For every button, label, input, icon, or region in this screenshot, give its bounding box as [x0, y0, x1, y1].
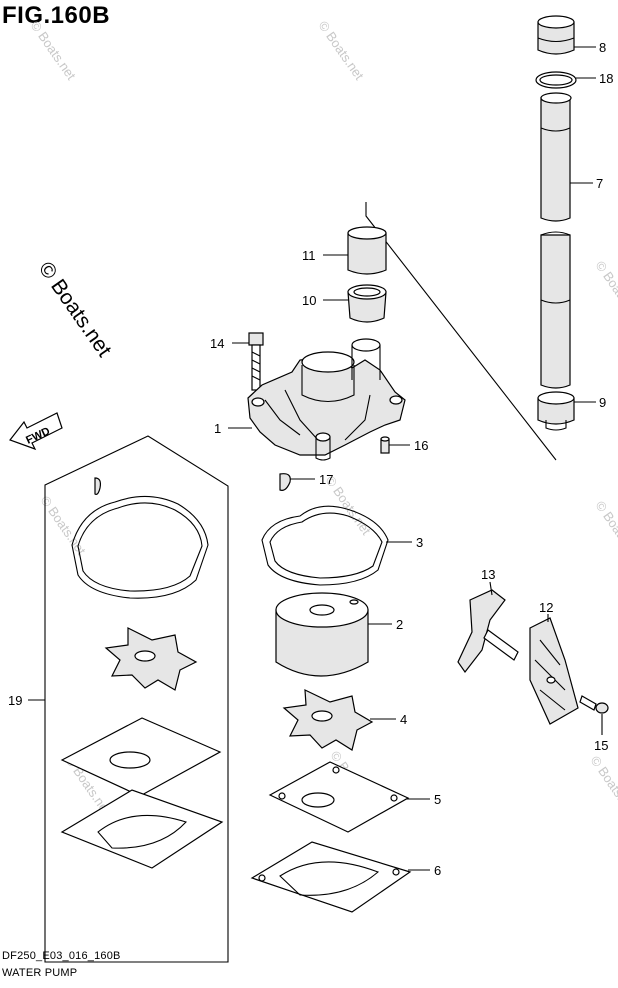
callout-8: 8 — [599, 40, 606, 55]
callout-18: 18 — [599, 71, 613, 86]
part-18-o-ring — [535, 71, 577, 89]
part-17-key — [279, 473, 291, 491]
part-2-pump-liner — [275, 592, 369, 677]
leader-lines — [28, 46, 603, 871]
callout-17: 17 — [319, 472, 333, 487]
callout-10: 10 — [302, 293, 316, 308]
callout-1: 1 — [214, 421, 221, 436]
part-11-collar — [347, 226, 387, 275]
part-13-lever — [457, 589, 519, 674]
kit-19-frame — [44, 435, 229, 963]
callout-13: 13 — [481, 567, 495, 582]
callout-15: 15 — [594, 738, 608, 753]
watermark: © Boats.net — [593, 498, 618, 563]
callout-16: 16 — [414, 438, 428, 453]
part-15-screw — [579, 695, 609, 714]
part-7-water-tube — [540, 92, 572, 389]
watermark: © Boats.net — [593, 258, 618, 323]
callout-6: 6 — [434, 863, 441, 878]
watermark: © Boats.net — [28, 18, 80, 83]
figure-title: FIG.160B — [2, 2, 111, 29]
part-4-impeller — [282, 689, 374, 751]
callout-12: 12 — [539, 600, 553, 615]
callout-11: 11 — [302, 248, 316, 263]
callout-2: 2 — [396, 617, 403, 632]
part-9-grommet — [537, 391, 575, 431]
part-8-grommet — [537, 15, 575, 55]
callout-19: 19 — [8, 693, 22, 708]
part-1-pump-housing — [247, 338, 406, 461]
callout-7: 7 — [596, 176, 603, 191]
watermark-large: © Boats.net — [34, 258, 116, 361]
figure-name: WATER PUMP — [2, 967, 78, 979]
callout-5: 5 — [434, 792, 441, 807]
part-3-seal-ring — [261, 505, 389, 586]
part-10-seal — [347, 284, 387, 323]
part-12-cover — [529, 617, 579, 725]
callout-9: 9 — [599, 395, 606, 410]
watermark: © Boats.net — [588, 753, 618, 818]
kit-19-contents — [60, 477, 224, 869]
figure-code: DF250_E03_016_160B — [2, 950, 121, 962]
fwd-arrow-icon: FWD — [9, 412, 63, 451]
callout-3: 3 — [416, 535, 423, 550]
part-5-guide-plate — [268, 761, 410, 833]
part-14-bolt — [248, 332, 264, 391]
callouts: 8 18 7 9 11 10 14 1 16 17 3 2 4 5 6 13 1… — [8, 40, 613, 878]
callout-14: 14 — [210, 336, 224, 351]
part-16-dowel-pin — [380, 436, 390, 454]
callout-4: 4 — [400, 712, 407, 727]
watermark: © Boats.net — [316, 18, 368, 83]
part-6-gasket — [250, 841, 412, 913]
assembly-bracket — [365, 202, 557, 461]
